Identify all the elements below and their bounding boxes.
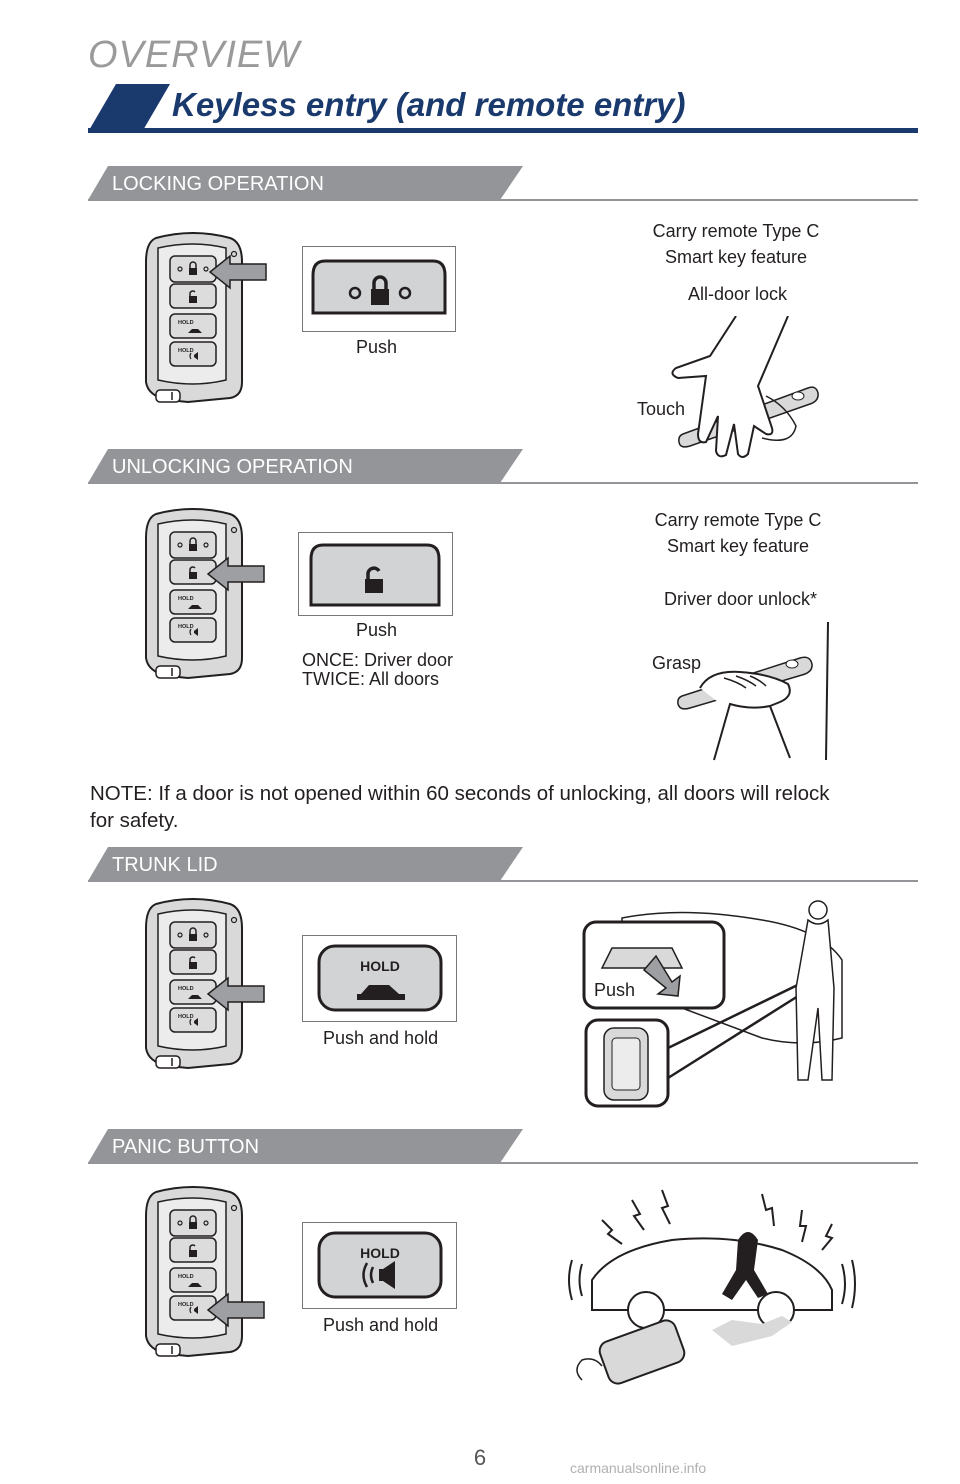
- hand-touch-handle-illustration: [671, 316, 819, 458]
- locking-push-caption: Push: [356, 337, 398, 357]
- panic-section-bar: [88, 1129, 918, 1164]
- page-number: 6: [473, 1445, 487, 1470]
- panic-key-fob: [145, 1186, 243, 1357]
- unlocking-section-bar: [88, 449, 918, 484]
- unlock-button-closeup: [298, 532, 453, 616]
- locking-section-bar: [88, 166, 918, 201]
- unlocking-key-fob: [145, 508, 243, 679]
- title-banner: [88, 84, 918, 133]
- locking-gesture-text: Touch: [637, 399, 686, 419]
- panic-section-label: PANIC BUTTON: [112, 1136, 260, 1158]
- unlocking-twice-text: TWICE: All doors: [302, 669, 440, 689]
- unlocking-gesture-text: Grasp: [652, 653, 702, 673]
- unlocking-section-label: UNLOCKING OPERATION: [112, 456, 353, 478]
- unlocking-action-text: Driver door unlock*: [664, 589, 818, 609]
- panic-push-caption: Push and hold: [323, 1315, 439, 1335]
- locking-action-text: All-door lock: [688, 284, 788, 304]
- locking-arrow-icon: [209, 255, 267, 289]
- locking-smart-key-text: Carry remote Type C Smart key feature: [652, 221, 820, 267]
- panic-arrow-icon: [207, 1293, 265, 1327]
- hand-grasp-handle-illustration: [677, 621, 829, 761]
- trunk-illustration-push: Push: [594, 980, 635, 1000]
- trunk-section-label: TRUNK LID: [112, 854, 218, 876]
- page-title: Keyless entry (and remote entry): [172, 86, 686, 123]
- trunk-opening-illustration: Push: [582, 900, 843, 1108]
- note-text: NOTE: If a door is not opened within 60 …: [90, 782, 830, 832]
- lock-button-closeup: [302, 246, 456, 332]
- locking-section-label: LOCKING OPERATION: [112, 173, 324, 195]
- unlocking-once-text: ONCE: Driver door: [302, 650, 454, 670]
- unlocking-arrow-icon: [207, 557, 265, 591]
- trunk-arrow-icon: [207, 977, 265, 1011]
- trunk-push-caption: Push and hold: [323, 1028, 439, 1048]
- panic-hold-text: HOLD: [360, 1245, 400, 1261]
- trunk-hold-text: HOLD: [360, 958, 400, 974]
- panic-button-closeup: HOLD: [302, 1222, 457, 1309]
- trunk-button-closeup: HOLD: [302, 935, 457, 1022]
- unlocking-push-caption: Push: [356, 620, 398, 640]
- overview-label: OVERVIEW: [88, 34, 301, 76]
- watermark: carmanualsonline.info: [570, 1460, 707, 1476]
- panic-alarm-illustration: [568, 1189, 856, 1385]
- unlocking-smart-key-text: Carry remote Type C Smart key feature: [654, 510, 822, 556]
- trunk-section-bar: [88, 847, 918, 882]
